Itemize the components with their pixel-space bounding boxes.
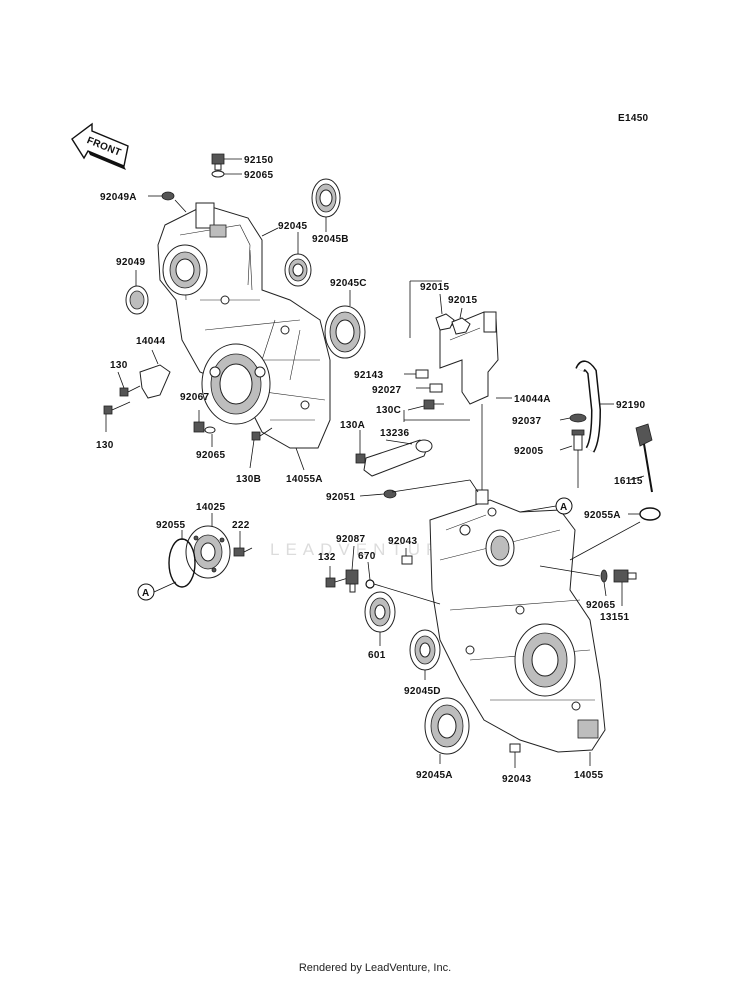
collar-92027	[429, 383, 443, 393]
lever-13236	[363, 439, 433, 477]
bolt-130-a	[119, 385, 141, 397]
label-14044: 14044	[136, 336, 165, 347]
label-222: 222	[232, 520, 250, 531]
label-92037: 92037	[512, 416, 541, 427]
bearing-92045	[284, 253, 312, 287]
seal-92049	[125, 285, 149, 315]
label-14055: 14055	[574, 770, 603, 781]
bolt-130-b	[103, 401, 131, 415]
left-gear-case-14055a	[157, 202, 331, 449]
label-92045b: 92045B	[312, 234, 349, 245]
label-670: 670	[358, 551, 376, 562]
bearing-92045d	[409, 629, 441, 671]
label-92005: 92005	[514, 446, 543, 457]
hose-92190	[575, 360, 602, 453]
callout-a-left: A	[137, 581, 177, 601]
label-13151: 13151	[600, 612, 629, 623]
label-130-a: 130	[110, 360, 128, 371]
bolt-92150	[211, 153, 225, 171]
label-14025: 14025	[196, 502, 225, 513]
label-92015-a: 92015	[420, 282, 449, 293]
label-92065-right: 92065	[586, 600, 615, 611]
label-92043-bottom: 92043	[502, 774, 531, 785]
svg-text:A: A	[142, 588, 150, 599]
label-92015-b: 92015	[448, 295, 477, 306]
svg-text:A: A	[560, 502, 568, 513]
label-92190: 92190	[616, 400, 645, 411]
diagram-code: E1450	[618, 113, 649, 124]
dipstick-16115	[635, 423, 653, 493]
bracket-14044a	[439, 311, 499, 405]
bolt-132	[325, 577, 349, 588]
label-92051: 92051	[326, 492, 355, 503]
label-14044a: 14044A	[514, 394, 551, 405]
label-130c: 130C	[376, 405, 401, 416]
bearing-92045c	[324, 305, 366, 359]
label-92067: 92067	[180, 392, 209, 403]
label-16115: 16115	[614, 476, 643, 487]
washer-92065-right	[600, 569, 608, 583]
label-92045a: 92045A	[416, 770, 453, 781]
o-ring-92055a	[639, 507, 661, 521]
plug-92067	[193, 421, 205, 433]
bracket-14044	[139, 364, 171, 399]
label-92049a: 92049A	[100, 192, 137, 203]
bolt-130a	[355, 453, 366, 464]
collar-92143	[415, 369, 429, 379]
label-92045d: 92045D	[404, 686, 441, 697]
bearing-92045b	[311, 178, 341, 218]
label-92065-top: 92065	[244, 170, 273, 181]
watermark-text: LEADVENTURE	[270, 540, 462, 559]
clamp-92037	[569, 413, 587, 423]
bolt-222	[233, 547, 253, 557]
pin-92043-top	[401, 555, 413, 565]
label-92143: 92143	[354, 370, 383, 381]
washer-92051	[383, 489, 397, 499]
seal-92049a	[161, 191, 175, 201]
label-92049: 92049	[116, 257, 145, 268]
label-92045c: 92045C	[330, 278, 367, 289]
callout-a-right: A	[519, 497, 573, 515]
label-601: 601	[368, 650, 386, 661]
label-130a: 130A	[340, 420, 365, 431]
label-132: 132	[318, 552, 336, 563]
label-92087: 92087	[336, 534, 365, 545]
cover-14025	[185, 525, 231, 579]
o-ring-670	[365, 579, 375, 589]
label-92055a: 92055A	[584, 510, 621, 521]
washer-92065-mid	[204, 426, 216, 434]
switch-13151	[613, 569, 637, 583]
label-130b: 130B	[236, 474, 261, 485]
pin-92043-bottom	[509, 743, 521, 753]
fitting-92005	[571, 429, 585, 451]
label-13236: 13236	[380, 428, 409, 439]
label-130-b: 130	[96, 440, 114, 451]
label-92045: 92045	[278, 221, 307, 232]
washer-92065-top	[211, 170, 225, 178]
footer-credit: Rendered by LeadVenture, Inc.	[298, 962, 452, 974]
label-92043-top: 92043	[388, 536, 417, 547]
label-92065-mid: 92065	[196, 450, 225, 461]
bolt-130c	[423, 399, 444, 410]
bearing-92045a	[424, 697, 470, 755]
nut-92015-b	[451, 317, 471, 335]
label-92055: 92055	[156, 520, 185, 531]
bolt-130b	[251, 427, 273, 441]
right-gear-case-14055	[429, 489, 606, 753]
sensor-92087	[345, 569, 359, 593]
front-arrow-icon: FRONT	[71, 122, 129, 170]
label-14055a: 14055A	[286, 474, 323, 485]
nut-92015-a	[435, 313, 455, 331]
label-92027: 92027	[372, 385, 401, 396]
bearing-601	[364, 591, 396, 633]
label-92150: 92150	[244, 155, 273, 166]
